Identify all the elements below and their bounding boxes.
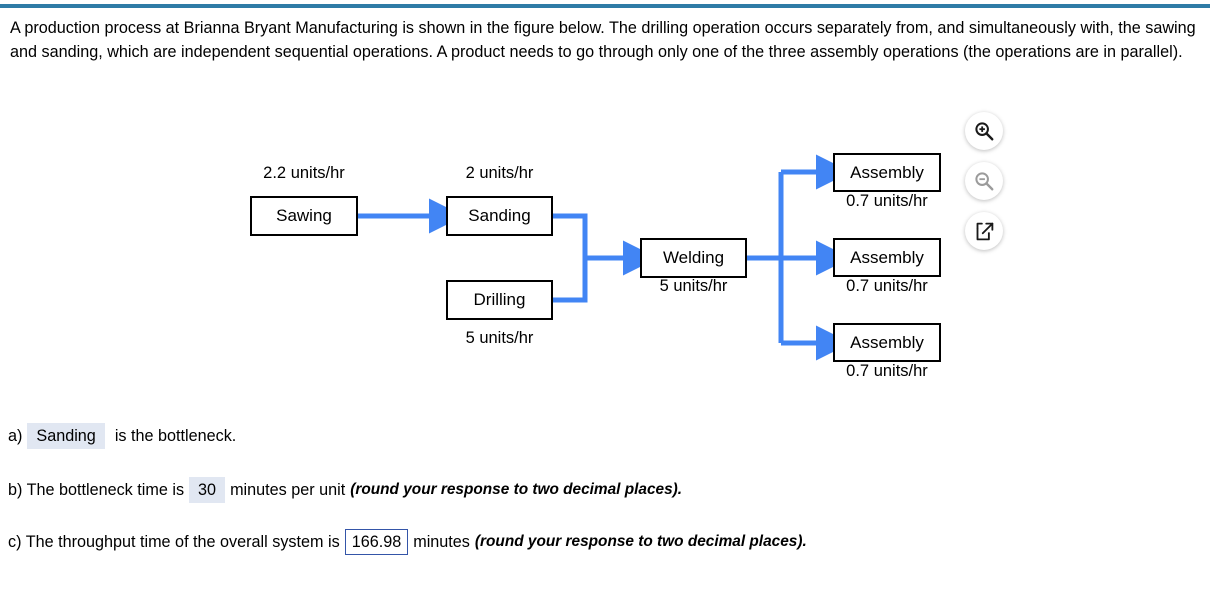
zoom-in-button[interactable] <box>965 112 1003 150</box>
node-rate-assembly-1: 0.7 units/hr <box>846 192 928 210</box>
process-flow-diagram: Sawing 2.2 units/hr Sanding 2 units/hr D… <box>0 110 1010 410</box>
node-label-assembly-3: Assembly <box>850 332 924 352</box>
process-node-sanding: Sanding <box>446 196 553 236</box>
answer-b-marker: b) The bottleneck time is <box>8 481 185 499</box>
process-node-assembly-2: Assembly <box>833 238 941 277</box>
answer-row-b: b) The bottleneck time is 30 minutes per… <box>8 477 682 503</box>
node-label-drilling: Drilling <box>473 290 526 309</box>
node-label-sanding: Sanding <box>468 206 531 225</box>
node-label-sawing: Sawing <box>276 206 332 225</box>
node-label-assembly-1: Assembly <box>850 162 924 182</box>
node-label-assembly-2: Assembly <box>850 247 924 267</box>
open-in-new-window-icon <box>976 222 993 240</box>
answer-b-value[interactable]: 30 <box>189 477 226 503</box>
process-node-assembly-3: Assembly <box>833 323 941 362</box>
node-rate-sawing: 2.2 units/hr <box>263 164 345 182</box>
node-rate-sanding: 2 units/hr <box>465 164 534 182</box>
answer-b-unit: minutes per unit <box>230 481 346 499</box>
question-prompt: A production process at Brianna Bryant M… <box>10 19 1196 61</box>
zoom-in-icon <box>975 122 994 141</box>
answer-a-marker: a) <box>8 427 23 445</box>
diagram-connectors <box>358 154 851 361</box>
node-label-welding: Welding <box>662 248 725 267</box>
answer-a-suffix: is the bottleneck. <box>114 427 237 445</box>
process-node-sawing: Sawing <box>250 196 358 236</box>
answer-c-marker: c) The throughput time of the overall sy… <box>8 533 340 551</box>
node-rate-drilling: 5 units/hr <box>465 329 534 347</box>
answer-row-c: c) The throughput time of the overall sy… <box>8 529 807 555</box>
process-node-welding: Welding <box>640 238 747 278</box>
zoom-out-button[interactable] <box>965 162 1003 200</box>
answer-b-note: (round your response to two decimal plac… <box>350 481 683 498</box>
answer-a-value[interactable]: Sanding <box>27 423 105 449</box>
node-rate-assembly-3: 0.7 units/hr <box>846 362 928 380</box>
process-node-assembly-1: Assembly <box>833 153 941 192</box>
answer-c-note: (round your response to two decimal plac… <box>474 533 807 550</box>
process-node-drilling: Drilling <box>446 280 553 320</box>
answer-row-a: a) Sanding is the bottleneck. <box>8 423 236 449</box>
open-in-new-window-button[interactable] <box>965 212 1003 250</box>
answer-c-unit: minutes <box>413 533 470 551</box>
zoom-out-icon <box>975 172 994 191</box>
node-rate-assembly-2: 0.7 units/hr <box>846 277 928 295</box>
answer-c-value[interactable]: 166.98 <box>344 529 409 555</box>
top-divider-bar <box>0 4 1210 8</box>
node-rate-welding: 5 units/hr <box>659 277 728 295</box>
